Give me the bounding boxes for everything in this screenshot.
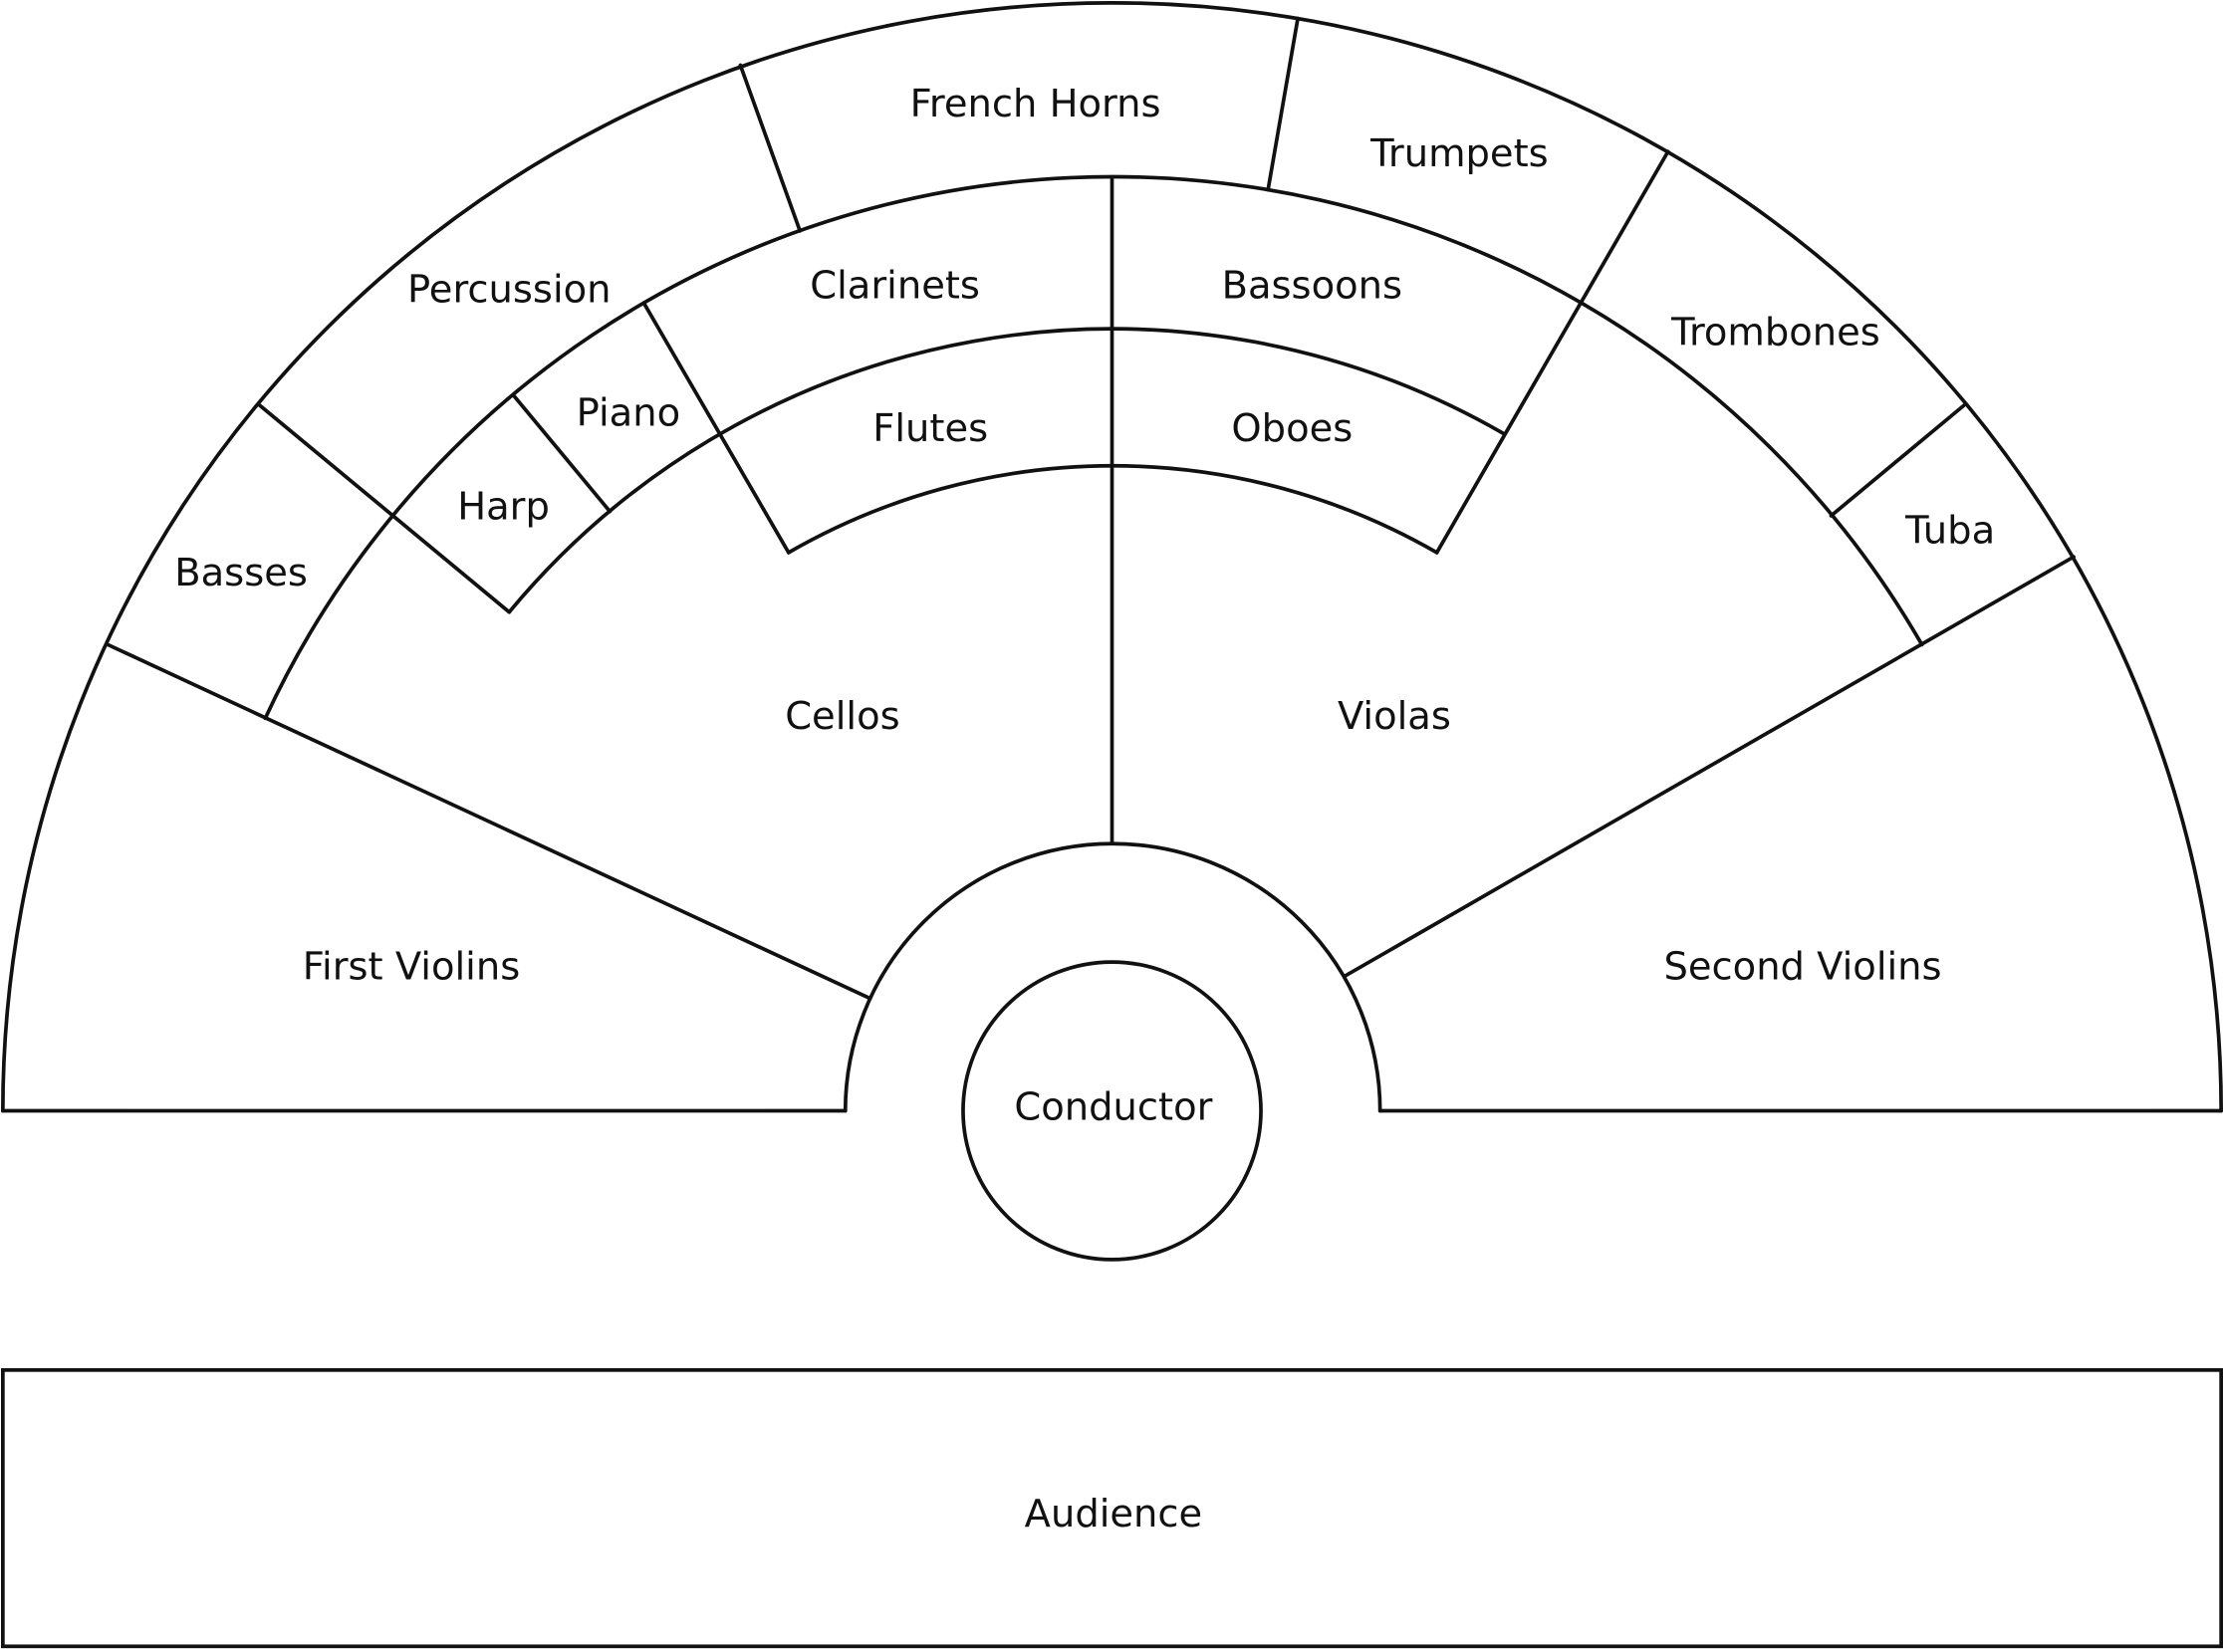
conductor-circle — [961, 960, 1263, 1262]
label-second-violins: Second Violins — [1664, 945, 1942, 990]
audience-box — [0, 1368, 2224, 1649]
conductor-semicircle — [843, 841, 1382, 1113]
label-percussion: Percussion — [407, 268, 612, 313]
label-tuba: Tuba — [1904, 508, 1995, 553]
middle-arc — [263, 174, 1924, 721]
label-conductor: Conductor — [1014, 1085, 1212, 1130]
inner-arc — [507, 327, 1506, 614]
label-clarinets: Clarinets — [810, 263, 980, 308]
label-french-horns: French Horns — [910, 82, 1161, 126]
label-trombones: Trombones — [1670, 310, 1880, 354]
label-bassoons: Bassoons — [1222, 263, 1402, 308]
percussion-horns-divider — [738, 63, 803, 233]
horns-trumpets-divider — [1266, 16, 1300, 192]
label-audience: Audience — [1025, 1492, 1203, 1536]
label-violas: Violas — [1338, 694, 1451, 739]
trumpets-trombones-divider — [1434, 149, 1670, 555]
label-piano: Piano — [577, 390, 680, 435]
trombones-tuba-divider — [1829, 401, 1968, 518]
label-cellos: Cellos — [785, 694, 899, 739]
first-violins-divider — [106, 642, 870, 1000]
label-trumpets: Trumpets — [1369, 131, 1549, 176]
outer-arc — [0, 0, 2224, 1113]
harp-piano-divider — [511, 393, 613, 514]
label-harp: Harp — [457, 484, 550, 529]
second-violins-divider — [1343, 555, 2076, 979]
section-labels: French Horns Trumpets Percussion Clarine… — [174, 82, 1995, 1536]
label-oboes: Oboes — [1231, 406, 1353, 451]
label-flutes: Flutes — [872, 406, 988, 451]
label-first-violins: First Violins — [303, 945, 521, 990]
piano-clarinets-divider — [641, 301, 791, 555]
label-basses: Basses — [174, 551, 308, 595]
basses-percussion-harp-divider — [257, 403, 512, 614]
